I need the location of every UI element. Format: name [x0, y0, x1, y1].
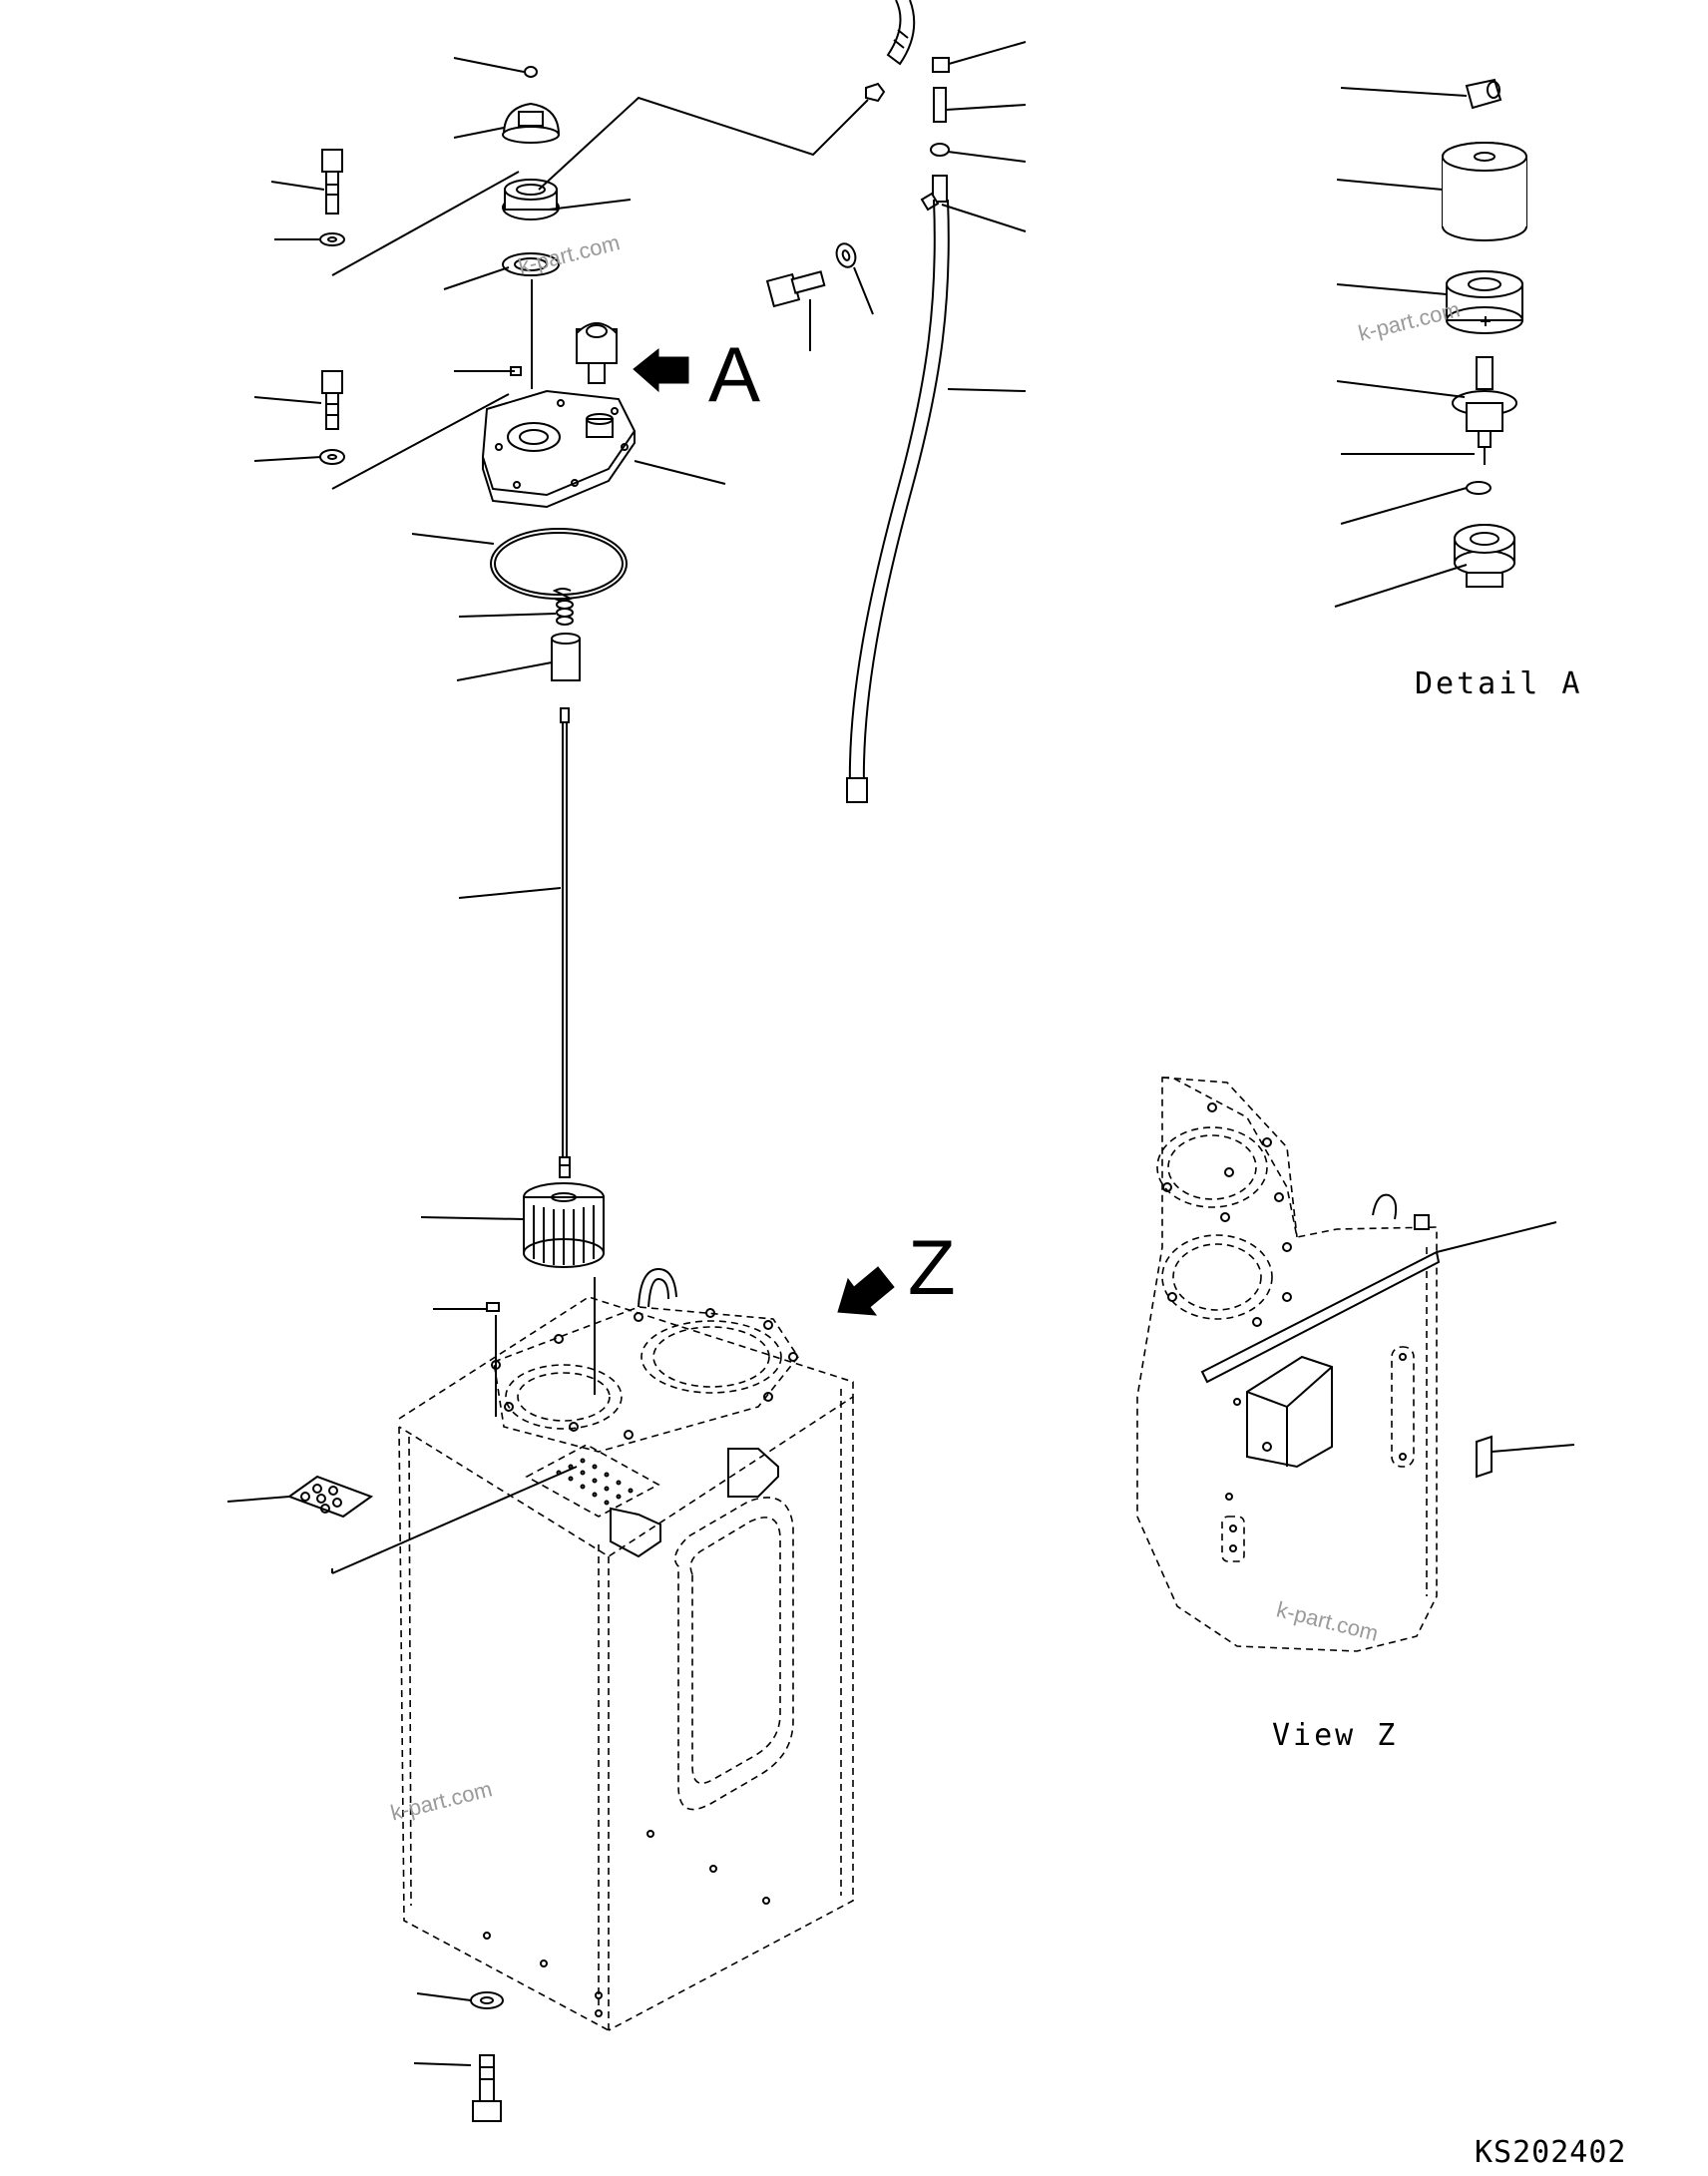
hose-assembly [847, 0, 949, 802]
dipstick-rod [560, 708, 570, 1177]
bolts-left [320, 150, 344, 464]
filter-element [524, 1183, 604, 1267]
view-a-letter: A [708, 330, 761, 418]
tank-body [399, 1269, 853, 2030]
view-z-letter: Z [908, 1223, 956, 1311]
arrow-a-icon [634, 349, 688, 391]
cap-assembly [503, 67, 559, 275]
detail-a-valve [577, 323, 617, 383]
view-z-drawing [1137, 1078, 1492, 1651]
view-z-caption: View Z [1272, 1718, 1399, 1753]
drawing-number: KS202402 [1475, 2135, 1627, 2170]
detail-a-caption: Detail A [1415, 666, 1583, 701]
oring-and-spring [491, 529, 627, 680]
leader-lines [227, 42, 1574, 2065]
cover-plate [483, 367, 635, 507]
detail-a-parts [1443, 80, 1526, 587]
arrow-z-icon [838, 1267, 894, 1315]
bolt-middle [767, 241, 858, 306]
tank-small-parts [289, 1303, 503, 2121]
